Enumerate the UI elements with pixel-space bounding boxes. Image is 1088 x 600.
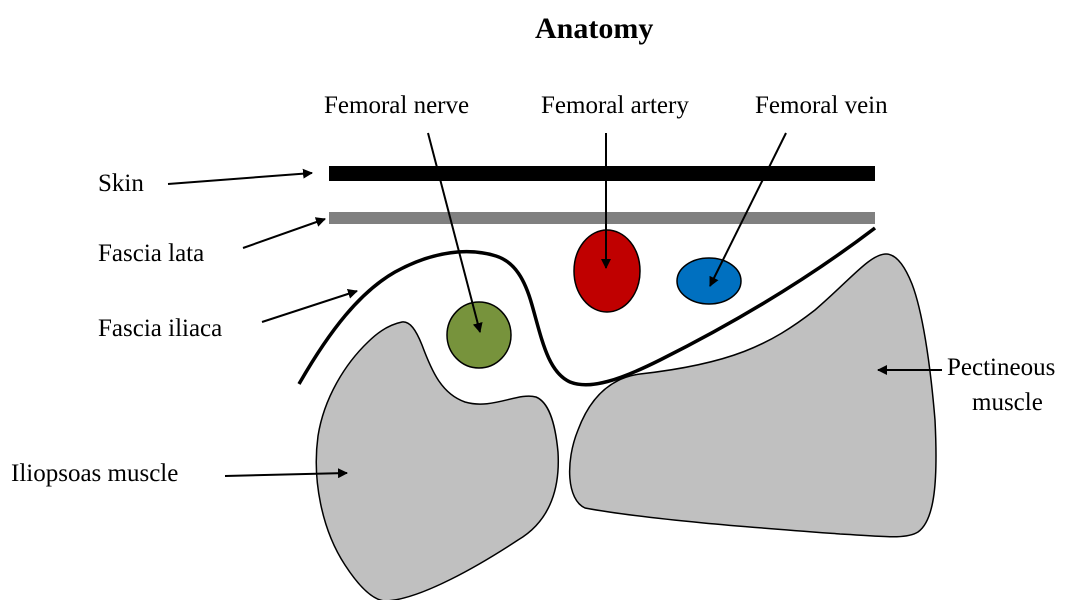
femoral-vein-arrow (710, 133, 786, 286)
skin-layer (329, 166, 875, 181)
femoral-nerve-label: Femoral nerve (324, 92, 469, 120)
fascia-iliaca-label: Fascia iliaca (98, 315, 222, 343)
fascia-lata-layer (329, 212, 875, 224)
iliopsoas-muscle-shape (316, 322, 558, 600)
femoral-nerve-arrow (428, 133, 480, 332)
fascia-lata-label: Fascia lata (98, 240, 204, 268)
pectineous-label-line2: muscle (972, 389, 1043, 417)
iliopsoas-muscle-label: Iliopsoas muscle (11, 460, 178, 488)
pectineous-label-line1: Pectineous (947, 354, 1055, 382)
fascia-lata-arrow (243, 219, 325, 248)
femoral-artery-label: Femoral artery (541, 92, 689, 120)
skin-arrow (168, 173, 312, 184)
skin-label: Skin (98, 170, 144, 198)
femoral-vein-shape (677, 258, 741, 304)
femoral-nerve-shape (447, 302, 511, 368)
femoral-vein-label: Femoral vein (755, 92, 888, 120)
